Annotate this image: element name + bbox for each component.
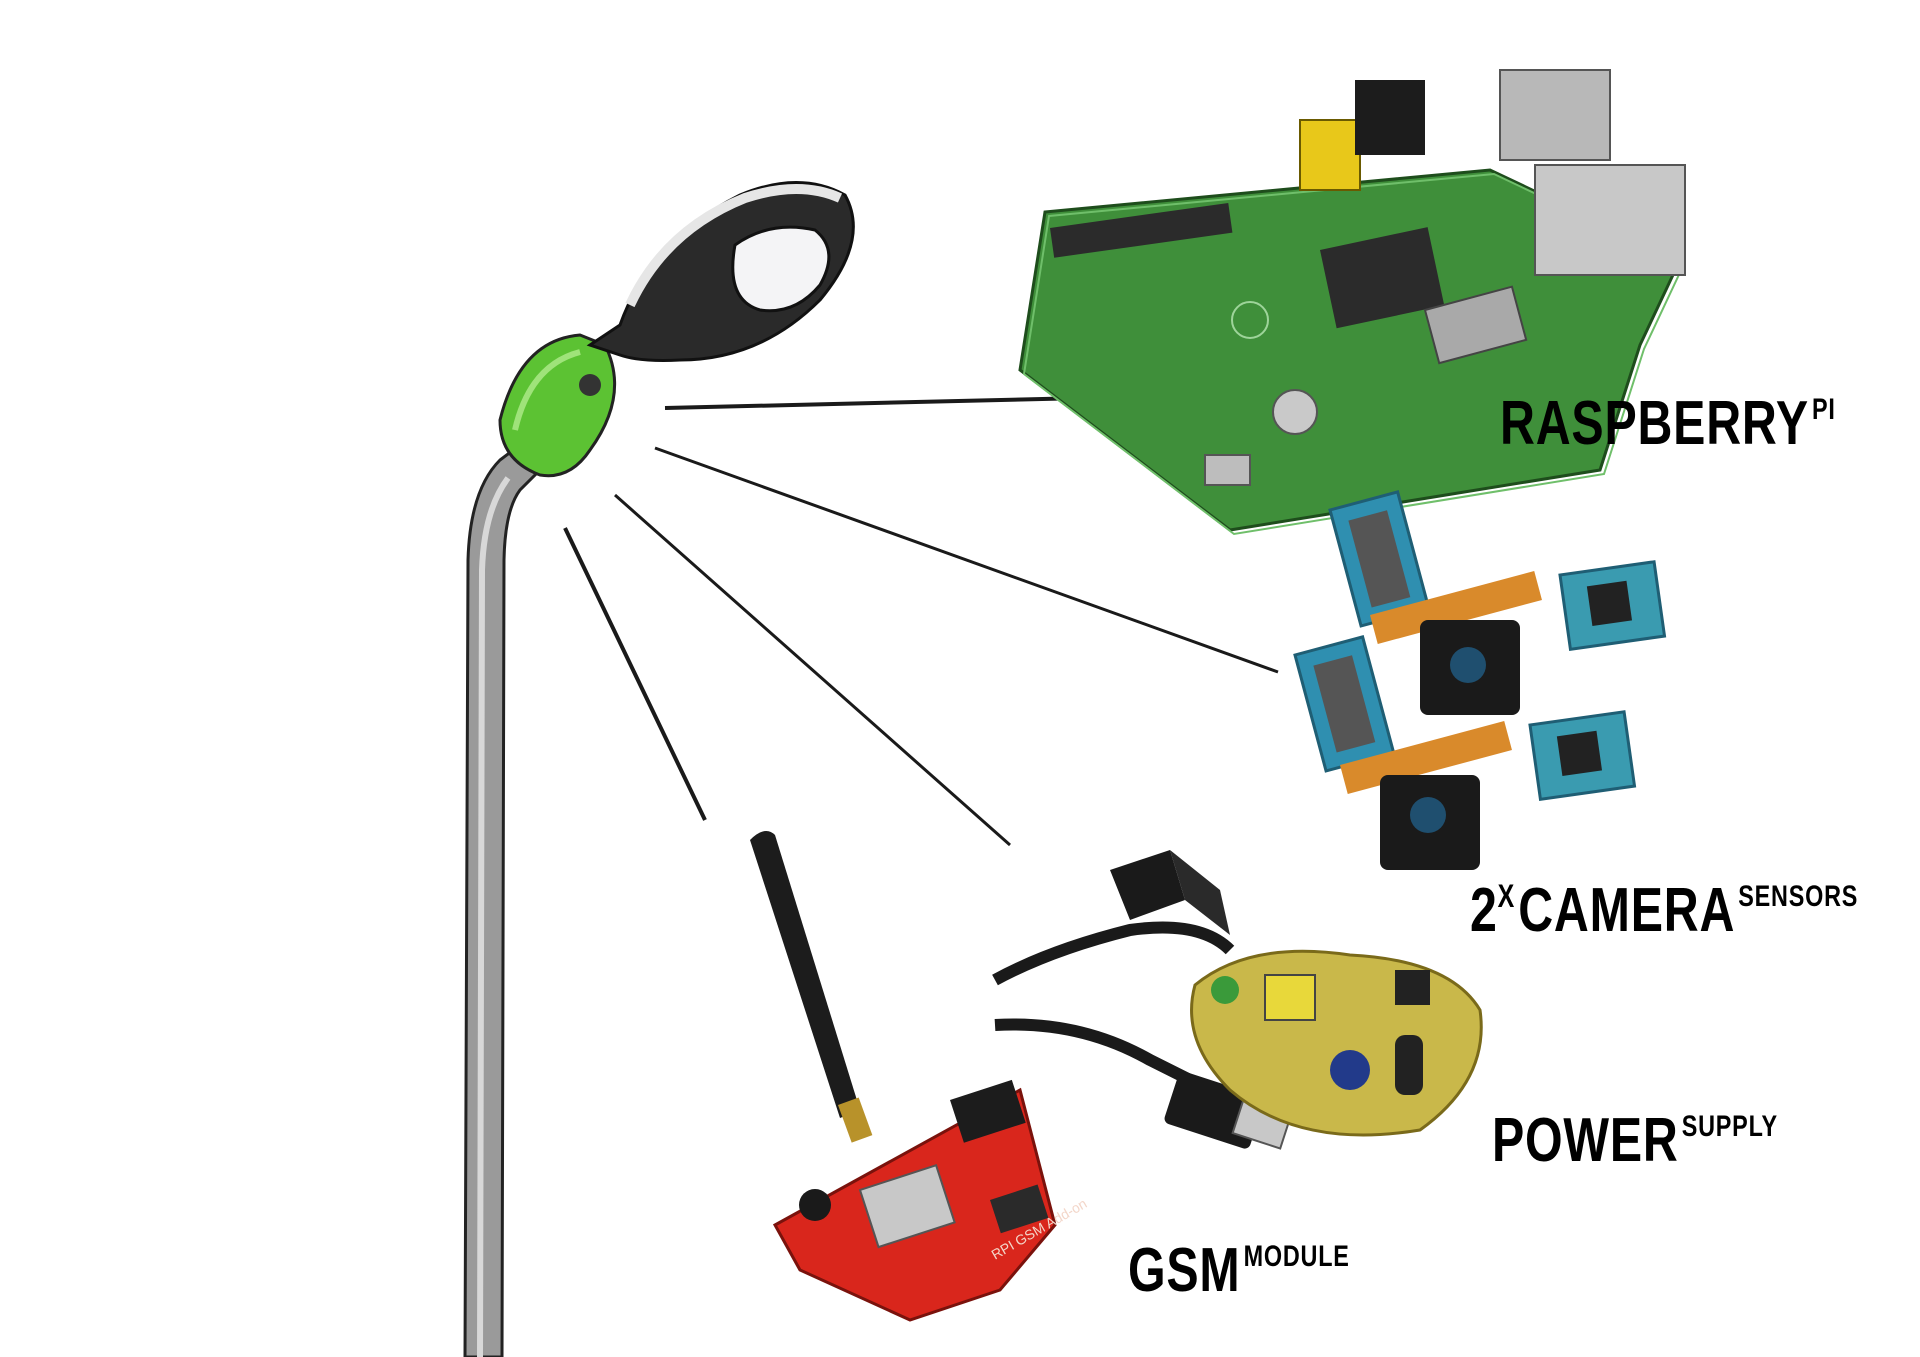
gsm-module: RPI GSM Add-on bbox=[750, 831, 1090, 1322]
lamp-pole bbox=[463, 442, 543, 1357]
connector-lines bbox=[563, 396, 1279, 847]
label-raspberry-main: RASPBERRY bbox=[1500, 389, 1809, 458]
label-power-main: POWER bbox=[1492, 1106, 1679, 1175]
label-camera-count: 2 bbox=[1470, 876, 1498, 945]
line-to-gsm bbox=[563, 527, 707, 821]
line-to-camera bbox=[654, 446, 1279, 674]
label-camera-main: CAMERA bbox=[1518, 876, 1736, 945]
camera-sensors bbox=[1293, 490, 1667, 870]
label-power-sup: SUPPLY bbox=[1681, 1110, 1778, 1143]
power-supply bbox=[992, 850, 1483, 1150]
lamp-light bbox=[731, 225, 831, 313]
label-gsm-main: GSM bbox=[1128, 1236, 1241, 1305]
line-to-raspberry bbox=[664, 396, 1086, 410]
lamp-green-connector bbox=[498, 333, 617, 478]
label-gsm-sup: MODULE bbox=[1243, 1240, 1350, 1273]
line-to-power bbox=[614, 493, 1011, 847]
street-lamp bbox=[463, 181, 855, 1357]
label-camera-sup: SENSORS bbox=[1738, 880, 1859, 913]
label-raspberry-sup: PI bbox=[1812, 393, 1836, 426]
raspberry-pi-board bbox=[1018, 69, 1686, 536]
label-camera-x: X bbox=[1497, 878, 1516, 914]
camera-sensor-1 bbox=[1328, 490, 1667, 715]
camera-sensor-2 bbox=[1293, 635, 1637, 870]
